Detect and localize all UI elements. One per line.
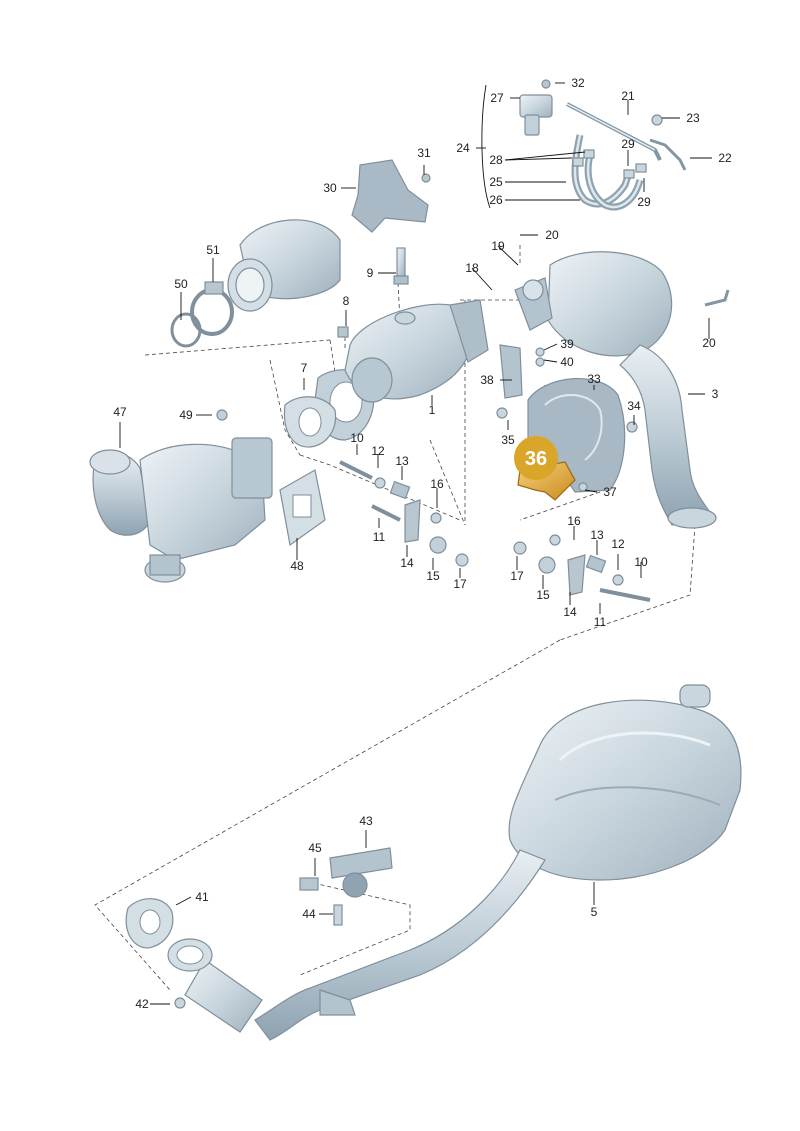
part-number-labels: 1 3 5 7 8 9 10 10 11 11 12 12 13 13 14 1… bbox=[113, 76, 732, 1011]
label-33: 33 bbox=[587, 372, 601, 386]
label-43: 43 bbox=[359, 814, 373, 828]
label-24: 24 bbox=[456, 141, 470, 155]
label-3: 3 bbox=[712, 387, 719, 401]
label-26: 26 bbox=[489, 193, 503, 207]
label-38: 38 bbox=[480, 373, 494, 387]
label-29-bottom: 29 bbox=[637, 195, 651, 209]
label-47: 47 bbox=[113, 405, 127, 419]
turbocharger-part-47 bbox=[89, 409, 273, 583]
label-11-left: 11 bbox=[373, 530, 386, 544]
label-14-right: 14 bbox=[563, 605, 577, 619]
label-12-left: 12 bbox=[371, 444, 385, 458]
label-41: 41 bbox=[195, 890, 209, 904]
callout-leader-lines bbox=[119, 82, 712, 1005]
label-20-top: 20 bbox=[545, 228, 559, 242]
bracket-part-30 bbox=[351, 159, 431, 233]
label-10-right: 10 bbox=[634, 555, 648, 569]
label-13-right: 13 bbox=[590, 528, 604, 542]
highlight-label: 36 bbox=[525, 448, 547, 470]
label-51: 51 bbox=[206, 243, 220, 257]
mounting-hardware-left bbox=[339, 460, 469, 567]
label-12-right: 12 bbox=[611, 537, 625, 551]
label-11-right: 11 bbox=[594, 615, 607, 629]
label-28: 28 bbox=[489, 153, 503, 167]
label-17-right: 17 bbox=[510, 569, 524, 583]
label-45: 45 bbox=[308, 841, 322, 855]
label-42: 42 bbox=[135, 997, 149, 1011]
label-50: 50 bbox=[174, 277, 188, 291]
label-49: 49 bbox=[179, 408, 193, 422]
label-23: 23 bbox=[686, 111, 700, 125]
highlight-badge-36: 36 bbox=[514, 436, 558, 480]
label-7: 7 bbox=[301, 361, 308, 375]
label-48: 48 bbox=[290, 559, 304, 573]
label-39: 39 bbox=[560, 337, 574, 351]
label-20-right: 20 bbox=[702, 336, 716, 350]
sensor-part-9 bbox=[393, 247, 409, 285]
label-15-right: 15 bbox=[536, 588, 550, 602]
label-22: 22 bbox=[718, 151, 732, 165]
label-18: 18 bbox=[465, 261, 479, 275]
bracket-part-38 bbox=[499, 344, 523, 399]
label-40: 40 bbox=[560, 355, 574, 369]
hanger-part-43 bbox=[299, 847, 393, 926]
label-31: 31 bbox=[417, 146, 431, 160]
label-17-left: 17 bbox=[453, 577, 467, 591]
mounting-hardware-right bbox=[496, 347, 651, 602]
label-25: 25 bbox=[489, 175, 503, 189]
catalytic-converter-upper bbox=[170, 219, 341, 348]
label-13-left: 13 bbox=[395, 454, 409, 468]
label-9: 9 bbox=[367, 266, 374, 280]
label-44: 44 bbox=[302, 907, 316, 921]
label-37: 37 bbox=[603, 485, 617, 499]
label-27: 27 bbox=[490, 91, 504, 105]
label-14-left: 14 bbox=[400, 556, 414, 570]
label-10-left: 10 bbox=[350, 431, 364, 445]
gasket-part-41 bbox=[125, 898, 186, 1009]
label-35: 35 bbox=[501, 433, 515, 447]
label-34: 34 bbox=[627, 399, 641, 413]
catalytic-converter-right bbox=[514, 251, 730, 529]
label-16-right: 16 bbox=[567, 514, 581, 528]
label-19: 19 bbox=[491, 239, 505, 253]
label-32: 32 bbox=[571, 76, 585, 90]
pressure-sensor-assembly bbox=[519, 79, 687, 211]
gasket-part-48 bbox=[279, 469, 326, 547]
label-8: 8 bbox=[343, 294, 350, 308]
label-30: 30 bbox=[323, 181, 337, 195]
label-5: 5 bbox=[591, 905, 598, 919]
label-29-top: 29 bbox=[621, 137, 635, 151]
label-1: 1 bbox=[429, 403, 436, 417]
catalytic-converter-part-1 bbox=[344, 299, 489, 403]
label-21: 21 bbox=[621, 89, 635, 103]
label-16-left: 16 bbox=[430, 477, 444, 491]
rear-silencer-part-5 bbox=[167, 684, 742, 1041]
label-15-left: 15 bbox=[426, 569, 440, 583]
